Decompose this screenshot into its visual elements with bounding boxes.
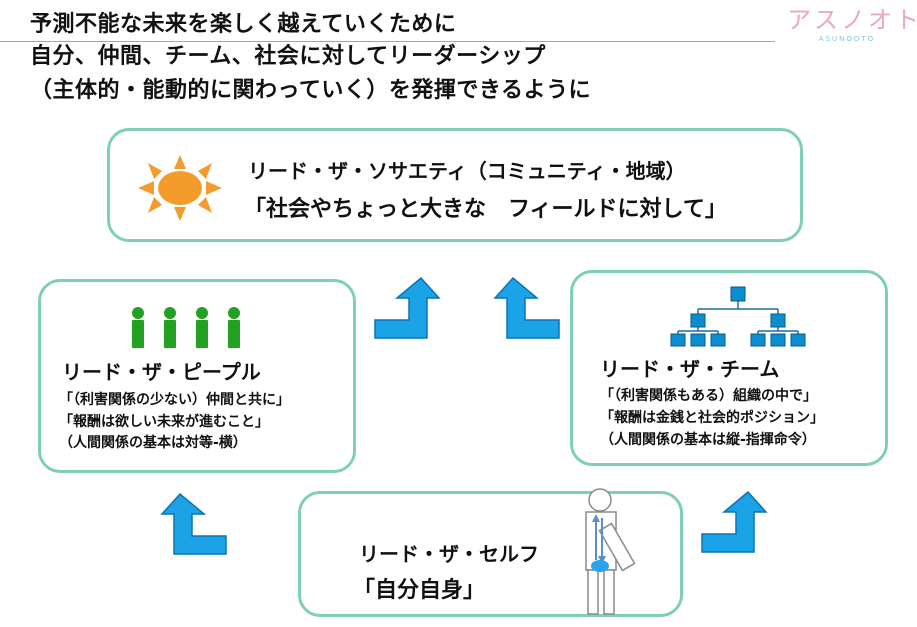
people-icon: [132, 307, 240, 348]
header-divider: [0, 41, 775, 42]
self-subtitle: 「自分自身」: [353, 578, 486, 603]
body-figure-icon: [585, 488, 636, 615]
people-box: リード・ザ・ピープル 「（利害関係の少ない）仲間と共に」 「報酬は欲しい未来が進…: [38, 279, 356, 473]
people-title: リード・ザ・ピープル: [62, 360, 261, 384]
up-arrow-team-to-society-icon: [493, 276, 560, 339]
team-line-2: 「報酬は金銭と社会的ポジション」: [600, 410, 824, 426]
team-line-3: （人間関係の基本は縦-指揮命令）: [600, 432, 816, 448]
header-line-2: 自分、仲間、チーム、社会に対してリーダーシップ: [30, 44, 546, 69]
header-line-1: 予測不能な未来を楽しく越えていくために: [30, 12, 457, 37]
logo-text: アスノオト: [787, 6, 917, 34]
society-title: リード・ザ・ソサエティ（コミュニティ・地域）: [248, 159, 686, 183]
people-line-2: 「報酬は欲しい未来が進むこと」: [59, 414, 269, 430]
team-box: リード・ザ・チーム 「（利害関係もある）組織の中で」 「報酬は金銭と社会的ポジシ…: [570, 270, 888, 466]
org-chart-icon: [670, 286, 806, 347]
society-subtitle: 「社会やちょっと大きな フィールドに対して」: [244, 197, 727, 222]
up-arrow-people-to-society-icon: [374, 276, 441, 339]
up-arrow-self-to-people-icon: [160, 492, 227, 555]
brand-logo: アスノオト ASUNOOTO: [787, 5, 917, 50]
people-line-1: 「（利害関係の少ない）仲間と共に」: [59, 392, 290, 408]
self-title: リード・ザ・セルフ: [359, 542, 539, 566]
sun-icon: [138, 155, 222, 221]
society-box: リード・ザ・ソサエティ（コミュニティ・地域） 「社会やちょっと大きな フィールド…: [107, 128, 803, 242]
team-line-1: 「（利害関係もある）組織の中で」: [600, 388, 817, 404]
logo-subtext: ASUNOOTO: [818, 35, 876, 43]
team-title: リード・ザ・チーム: [600, 357, 780, 381]
up-arrow-self-to-team-icon: [701, 490, 768, 553]
people-line-3: （人間関係の基本は対等-横）: [59, 435, 247, 451]
header-line-3: （主体的・能動的に関わっていく）を発揮できるように: [30, 78, 591, 103]
